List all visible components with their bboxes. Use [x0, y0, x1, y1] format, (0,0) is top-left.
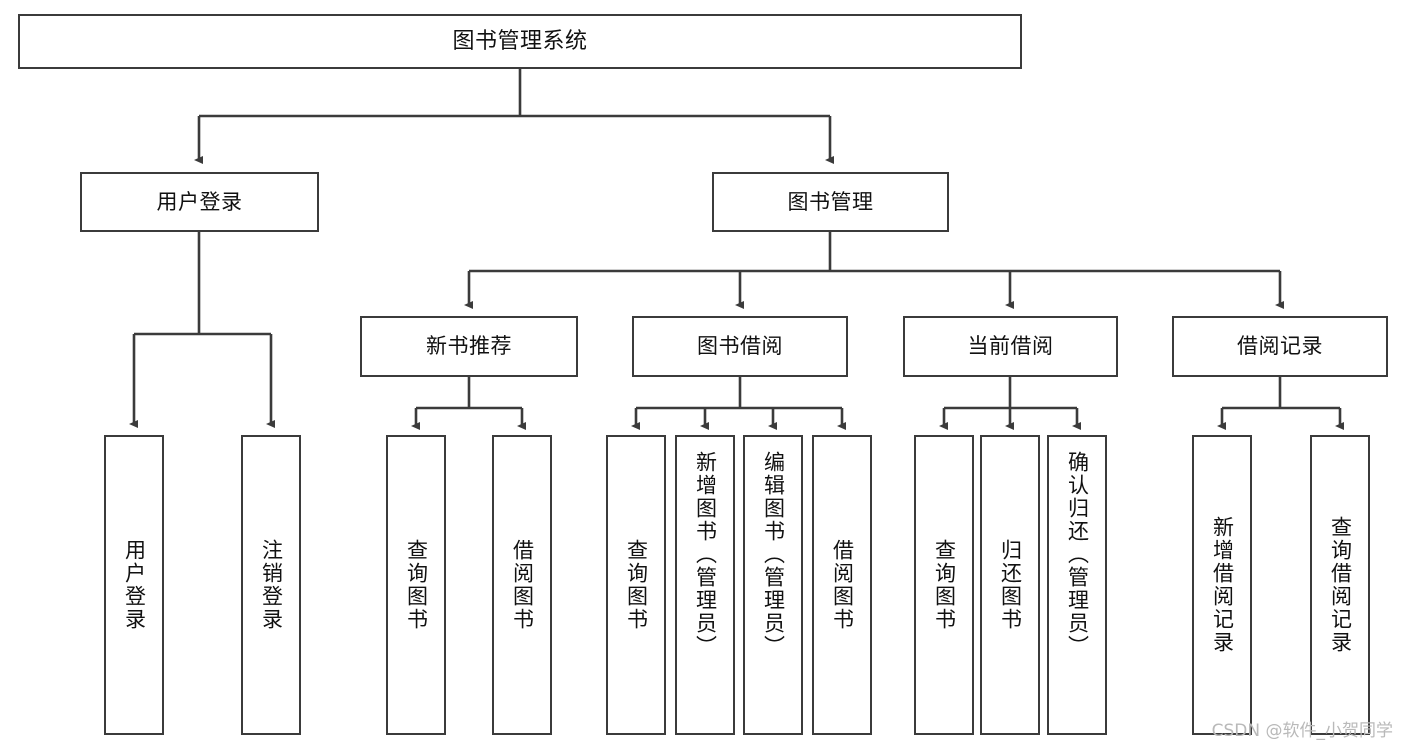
node-book-borrow-label: 图书借阅 [697, 334, 783, 359]
node-leaf-return-book-label: 归还图书 [998, 539, 1023, 631]
node-leaf-query-borrow-record-label: 查询借阅记录 [1328, 516, 1353, 654]
node-root[interactable]: 图书管理系统 [18, 14, 1022, 69]
node-leaf-add-book-admin-label: 新增图书（管理员） [693, 451, 718, 658]
node-leaf-query-borrow-record[interactable]: 查询借阅记录 [1310, 435, 1370, 735]
node-leaf-add-book-admin[interactable]: 新增图书（管理员） [675, 435, 735, 735]
node-root-label: 图书管理系统 [452, 28, 588, 54]
node-leaf-confirm-return-admin-label: 确认归还（管理员） [1065, 451, 1090, 658]
node-borrow-record-label: 借阅记录 [1237, 334, 1323, 359]
node-leaf-edit-book-admin-label: 编辑图书（管理员） [761, 451, 786, 658]
node-leaf-add-borrow-record[interactable]: 新增借阅记录 [1192, 435, 1252, 735]
node-leaf-logout-label: 注销登录 [259, 539, 284, 631]
node-leaf-return-book[interactable]: 归还图书 [980, 435, 1040, 735]
node-new-book-recommend[interactable]: 新书推荐 [360, 316, 578, 377]
node-leaf-user-login[interactable]: 用户登录 [104, 435, 164, 735]
node-leaf-query-book-borrow[interactable]: 查询图书 [606, 435, 666, 735]
node-borrow-record[interactable]: 借阅记录 [1172, 316, 1388, 377]
node-current-borrow-label: 当前借阅 [967, 334, 1054, 359]
node-leaf-borrow-book[interactable]: 借阅图书 [812, 435, 872, 735]
node-leaf-query-book-recommend-label: 查询图书 [404, 539, 429, 631]
node-new-book-recommend-label: 新书推荐 [426, 334, 512, 359]
node-leaf-borrow-book-recommend-label: 借阅图书 [510, 539, 535, 631]
node-leaf-query-book-recommend[interactable]: 查询图书 [386, 435, 446, 735]
node-leaf-borrow-book-label: 借阅图书 [830, 539, 855, 631]
node-user-login[interactable]: 用户登录 [80, 172, 319, 232]
csdn-watermark: CSDN @软件_小贺同学 [1211, 721, 1393, 741]
node-leaf-query-book-borrow-label: 查询图书 [624, 539, 649, 631]
node-user-login-label: 用户登录 [156, 189, 243, 214]
node-leaf-user-login-label: 用户登录 [122, 539, 147, 631]
node-leaf-confirm-return-admin[interactable]: 确认归还（管理员） [1047, 435, 1107, 735]
node-leaf-borrow-book-recommend[interactable]: 借阅图书 [492, 435, 552, 735]
node-leaf-logout[interactable]: 注销登录 [241, 435, 301, 735]
node-leaf-edit-book-admin[interactable]: 编辑图书（管理员） [743, 435, 803, 735]
node-current-borrow[interactable]: 当前借阅 [903, 316, 1118, 377]
node-book-management[interactable]: 图书管理 [712, 172, 949, 232]
node-leaf-query-book-current[interactable]: 查询图书 [914, 435, 974, 735]
node-book-management-label: 图书管理 [787, 189, 874, 214]
node-book-borrow[interactable]: 图书借阅 [632, 316, 848, 377]
node-leaf-query-book-current-label: 查询图书 [932, 539, 957, 631]
node-leaf-add-borrow-record-label: 新增借阅记录 [1210, 516, 1235, 654]
